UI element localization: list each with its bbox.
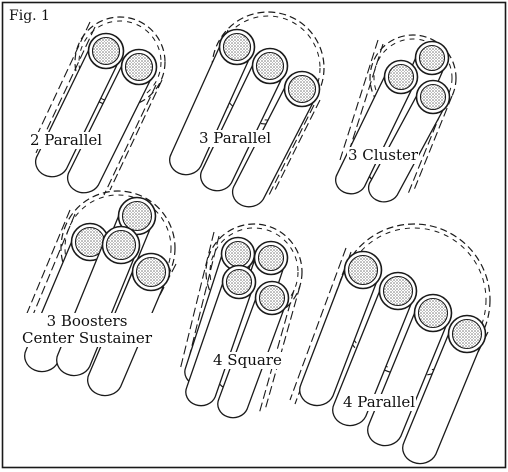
tube-3b-center-sustainer-nose-stipple — [107, 231, 136, 260]
label-3-parallel: 3 Parallel — [198, 130, 272, 147]
diagram-3-cluster — [336, 35, 456, 202]
tube-3c-1-nose-stipple — [420, 46, 445, 71]
tube-3p-1-nose-stipple — [224, 34, 251, 61]
tube-3b-top-booster-nose-stipple — [123, 202, 152, 231]
tube-4p-4-nose-stipple — [453, 320, 482, 349]
label-3-boosters: 3 Boosters Center Sustainer — [14, 313, 160, 347]
tube-4p-1-nose-stipple — [349, 256, 378, 285]
tube-4s-2-nose-stipple — [259, 246, 284, 271]
label-2-parallel: 2 Parallel — [29, 132, 103, 149]
label-3-boosters-line-1: 3 Boosters — [15, 313, 159, 330]
label-4-parallel: 4 Parallel — [342, 394, 416, 411]
tube-4s-4-nose-stipple — [260, 286, 285, 311]
diagram-2-parallel — [30, 17, 165, 195]
tube-4p-3-nose-stipple — [419, 299, 448, 328]
tube-4s-3-nose-stipple — [227, 270, 252, 295]
diagram-3-boosters-center-sustainer — [20, 191, 176, 396]
tube-3p-2-nose-stipple — [257, 53, 284, 80]
figure-label: Fig. 1 — [8, 8, 51, 25]
tube-3b-right-booster-nose-stipple — [137, 258, 166, 287]
diagram-4-parallel — [290, 224, 490, 464]
tube-4p-2-nose-stipple — [384, 277, 413, 306]
tube-3p-3-nose-stipple — [289, 76, 316, 103]
diagram-4-square — [180, 224, 302, 418]
tube-3c-3-nose-stipple — [421, 85, 446, 110]
label-4-square: 4 Square — [212, 352, 283, 369]
tube-2p-1-nose-stipple — [93, 38, 120, 65]
tube-2p-2-nose-stipple — [126, 54, 153, 81]
label-3-cluster: 3 Cluster — [347, 147, 419, 164]
label-3-boosters-line-2: Center Sustainer — [15, 330, 159, 347]
tube-3c-2-nose-stipple — [389, 65, 414, 90]
diagram-3-parallel — [170, 12, 324, 207]
tube-4s-1-nose-stipple — [226, 242, 251, 267]
